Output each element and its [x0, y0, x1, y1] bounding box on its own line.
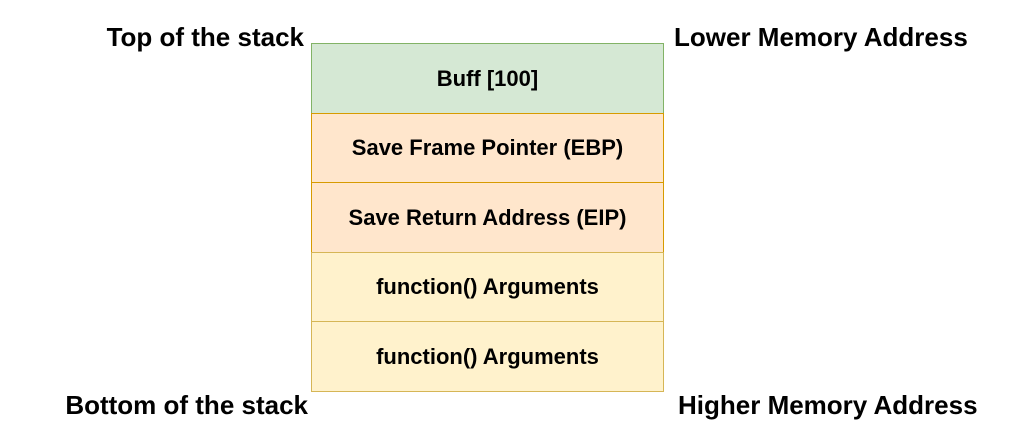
bottom-of-stack-label: Bottom of the stack [65, 390, 308, 420]
higher-memory-address-label: Higher Memory Address [678, 390, 978, 420]
stack-cell-buffer: Buff [100] [311, 43, 664, 114]
stack-cell-saved-return-address: Save Return Address (EIP) [311, 182, 664, 253]
stack-cell-function-arguments: function() Arguments [311, 321, 664, 392]
stack-cell-function-arguments: function() Arguments [311, 251, 664, 323]
stack-cell-saved-frame-pointer: Save Frame Pointer (EBP) [311, 112, 664, 184]
lower-memory-address-label: Lower Memory Address [674, 22, 968, 52]
stack-diagram: Buff [100] Save Frame Pointer (EBP) Save… [311, 43, 664, 392]
top-of-stack-label: Top of the stack [106, 22, 304, 52]
